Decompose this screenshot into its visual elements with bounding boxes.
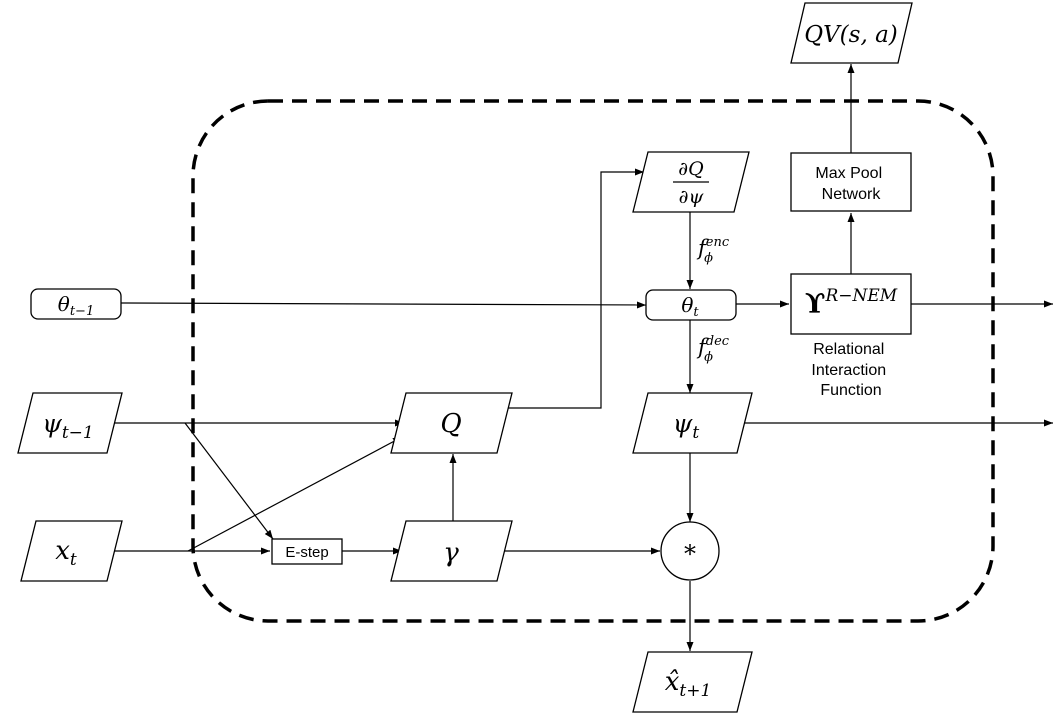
max-pool-node: Max Pool Network — [790, 152, 912, 212]
relational-caption: Relational Interaction Function — [811, 341, 890, 399]
dq-numerator: ∂Q — [678, 158, 703, 180]
upsilon-node: ϒR−NEM — [790, 273, 912, 335]
theta-t-label: θt — [681, 293, 699, 320]
qv-node: QV(s, a) — [790, 2, 913, 64]
x-hat-label: x̂t+1 — [665, 667, 712, 701]
upsilon-label: ϒR−NEM — [805, 286, 898, 320]
dq-dpsi-node: ∂Q ∂ψ — [632, 151, 750, 213]
theta-prev-node: θt−1 — [30, 288, 122, 320]
gamma-label: γ — [443, 538, 459, 568]
qv-label: QV(s, a) — [804, 22, 898, 48]
gamma-node: γ — [390, 520, 513, 582]
theta-t-node: θt — [645, 289, 737, 321]
edge-psi-prev-to-e-step — [184, 422, 274, 540]
psi-t-label: ψt — [673, 409, 700, 443]
q-label: Q — [440, 409, 461, 439]
theta-prev-label: θt−1 — [58, 292, 94, 319]
dq-denominator: ∂ψ — [679, 186, 705, 208]
edge-x-to-q — [187, 436, 403, 552]
psi-prev-label: ψt−1 — [42, 409, 94, 443]
x-t-node: xt — [20, 520, 123, 582]
max-pool-label: Max Pool Network — [815, 165, 886, 203]
psi-prev-node: ψt−1 — [17, 392, 123, 454]
recurrent-cell-boundary — [191, 99, 995, 623]
multiply-label: * — [684, 540, 696, 568]
e-step-node: E-step — [271, 538, 343, 565]
e-step-label: E-step — [285, 544, 328, 561]
x-hat-node: x̂t+1 — [632, 651, 753, 713]
edge-theta-prev-to-theta-t — [120, 301, 647, 309]
q-node: Q — [390, 392, 513, 454]
edge-q-to-dq — [497, 168, 644, 409]
psi-t-node: ψt — [632, 392, 753, 454]
x-t-label: xt — [55, 536, 77, 570]
multiply-node: * — [660, 521, 720, 581]
